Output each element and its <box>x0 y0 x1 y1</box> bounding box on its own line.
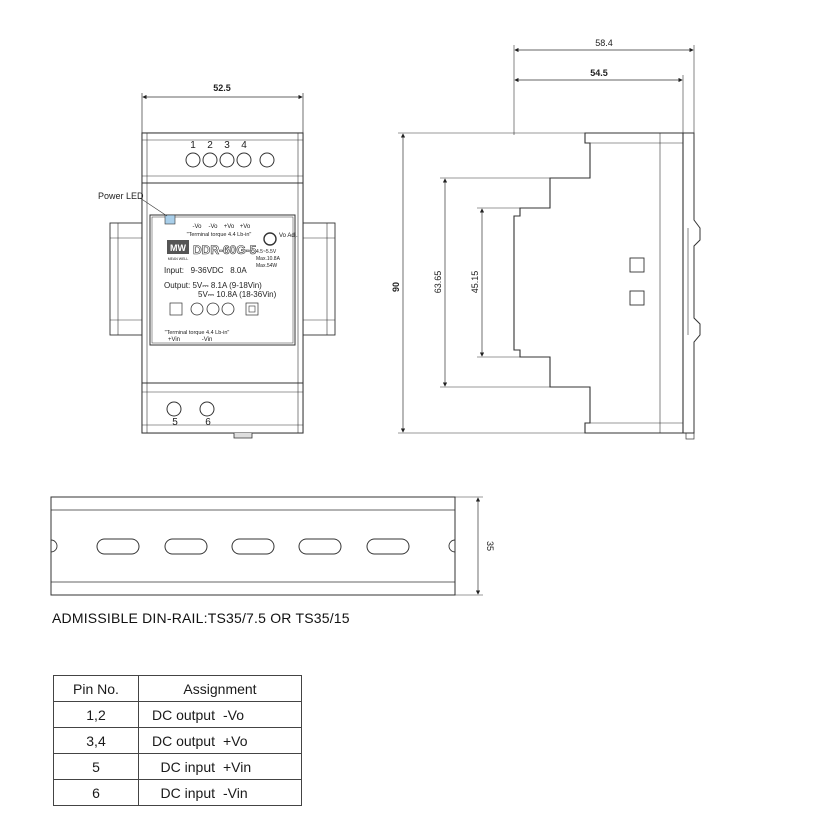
assignment-polarity: +Vo <box>223 732 248 749</box>
power-led <box>164 214 176 225</box>
terminal-num-6: 6 <box>205 417 211 428</box>
pin-assignment-table: Pin No. Assignment 1,2 DC output -Vo 3,4 … <box>53 675 302 806</box>
pin-cell: 6 <box>53 779 139 806</box>
dim-58-4: 58.4 <box>595 38 613 48</box>
pin-cell: 3,4 <box>53 727 139 754</box>
dim-90: 90 <box>391 282 401 292</box>
adj-spec-1: 4.5~5.5V <box>256 249 277 255</box>
terminal-num-3: 3 <box>224 140 230 151</box>
table-row: 1,2 DC output -Vo <box>53 701 302 728</box>
dim-54-5: 54.5 <box>590 68 608 78</box>
table-row: 6 DC input -Vin <box>53 779 302 806</box>
assignment-desc: DC output <box>151 706 215 723</box>
top-pin-label-4: +Vo <box>240 224 251 230</box>
adj-spec-3: Max.54W <box>256 263 277 269</box>
assignment-cell: DC output +Vo <box>138 727 302 754</box>
table-row: 5 DC input +Vin <box>53 753 302 780</box>
dim-63-65: 63.65 <box>433 271 443 294</box>
front-view <box>109 93 336 439</box>
assignment-desc: DC input <box>160 758 215 775</box>
top-pin-label-3: +Vo <box>224 224 235 230</box>
power-led-label: Power LED <box>98 191 144 201</box>
dim-35: 35 <box>485 541 495 551</box>
pin-cell: 5 <box>53 753 139 780</box>
torque-note-top: "Terminal torque 4.4 Lb-in" <box>187 232 252 238</box>
torque-note-bottom: "Terminal torque 4.4 Lb-in" <box>165 330 230 336</box>
label-plate <box>149 214 296 346</box>
side-profile <box>513 132 684 434</box>
assignment-cell: DC input +Vin <box>138 753 302 780</box>
terminal-num-2: 2 <box>207 140 213 151</box>
pin-cell: 1,2 <box>53 701 139 728</box>
brand-sub: MEAN WELL <box>168 257 189 261</box>
vo-adjust-pot <box>263 232 277 246</box>
terminal-num-4: 4 <box>241 140 247 151</box>
top-pin-label-1: -Vo <box>192 224 202 230</box>
width-dim-label: 52.5 <box>213 83 231 93</box>
model-name: DDR-60G-5 <box>193 243 257 257</box>
assignment-polarity: +Vin <box>223 758 252 775</box>
terminal-num-1: 1 <box>190 140 196 151</box>
bottom-pin-label-2: -Vin <box>202 337 213 343</box>
terminal-num-5: 5 <box>172 417 178 428</box>
assignment-polarity: -Vin <box>223 784 248 801</box>
din-rail-caption: ADMISSIBLE DIN-RAIL:TS35/7.5 OR TS35/15 <box>52 610 350 626</box>
output-line-1: Output: 5V⎓ 8.1A (9-18Vin) <box>164 281 262 290</box>
assignment-cell: DC output -Vo <box>138 701 302 728</box>
assignment-desc: DC input <box>160 784 215 801</box>
header-pin-no: Pin No. <box>53 675 139 702</box>
bottom-pin-label-1: +Vin <box>168 337 180 343</box>
side-view <box>398 45 701 440</box>
header-assignment: Assignment <box>138 675 302 702</box>
input-line: Input: 9-36VDC 8.0A <box>164 266 247 275</box>
din-rail <box>50 496 483 596</box>
assignment-polarity: -Vo <box>223 706 245 723</box>
table-row: 3,4 DC output +Vo <box>53 727 302 754</box>
adj-spec-2: Max.10.8A <box>256 256 281 262</box>
brand-logo: MW <box>170 243 186 253</box>
table-header-row: Pin No. Assignment <box>53 675 302 702</box>
assignment-desc: DC output <box>151 732 215 749</box>
adj-label: Vo Adj. <box>279 233 298 239</box>
top-pin-label-2: -Vo <box>208 224 218 230</box>
dim-45-15: 45.15 <box>470 271 480 294</box>
assignment-cell: DC input -Vin <box>138 779 302 806</box>
output-line-2: 5V⎓ 10.8A (18-36Vin) <box>198 290 277 299</box>
